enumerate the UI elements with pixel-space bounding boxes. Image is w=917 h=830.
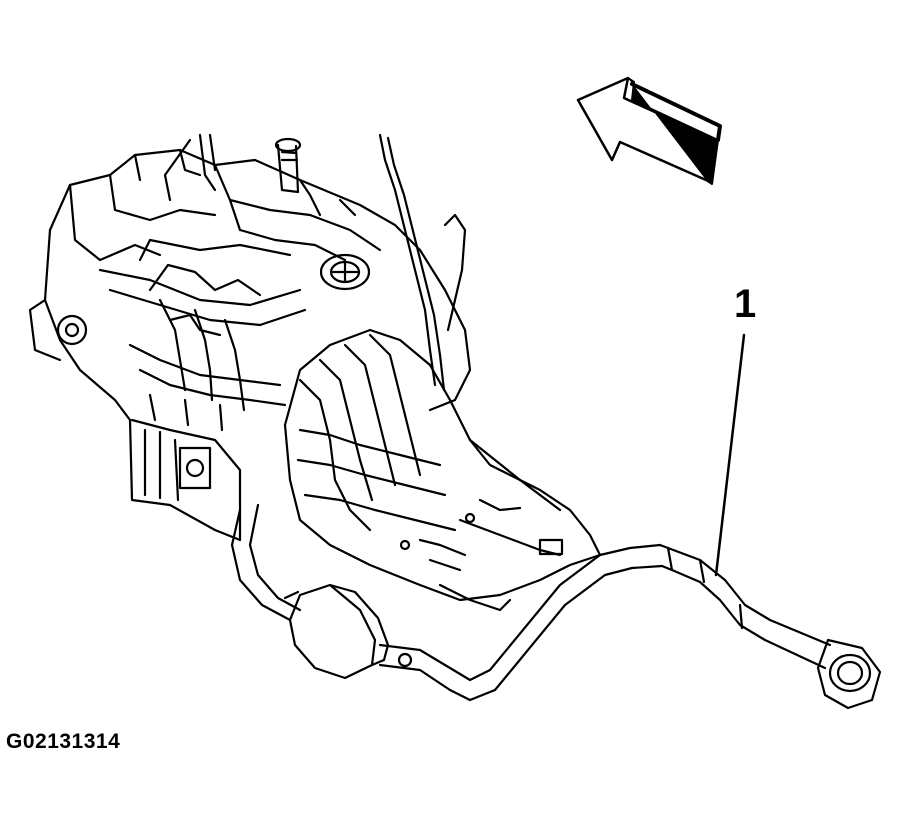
exhaust-pipe <box>232 505 880 708</box>
callout-label-1: 1 <box>734 282 757 326</box>
exhaust-outlet-flange <box>818 640 880 708</box>
transmission <box>285 330 600 610</box>
direction-arrow-icon <box>578 78 720 184</box>
engine-block <box>30 135 470 540</box>
callout-leader-1 <box>716 335 744 575</box>
figure-code: G02131314 <box>6 730 121 753</box>
catalytic-converter <box>285 585 388 678</box>
